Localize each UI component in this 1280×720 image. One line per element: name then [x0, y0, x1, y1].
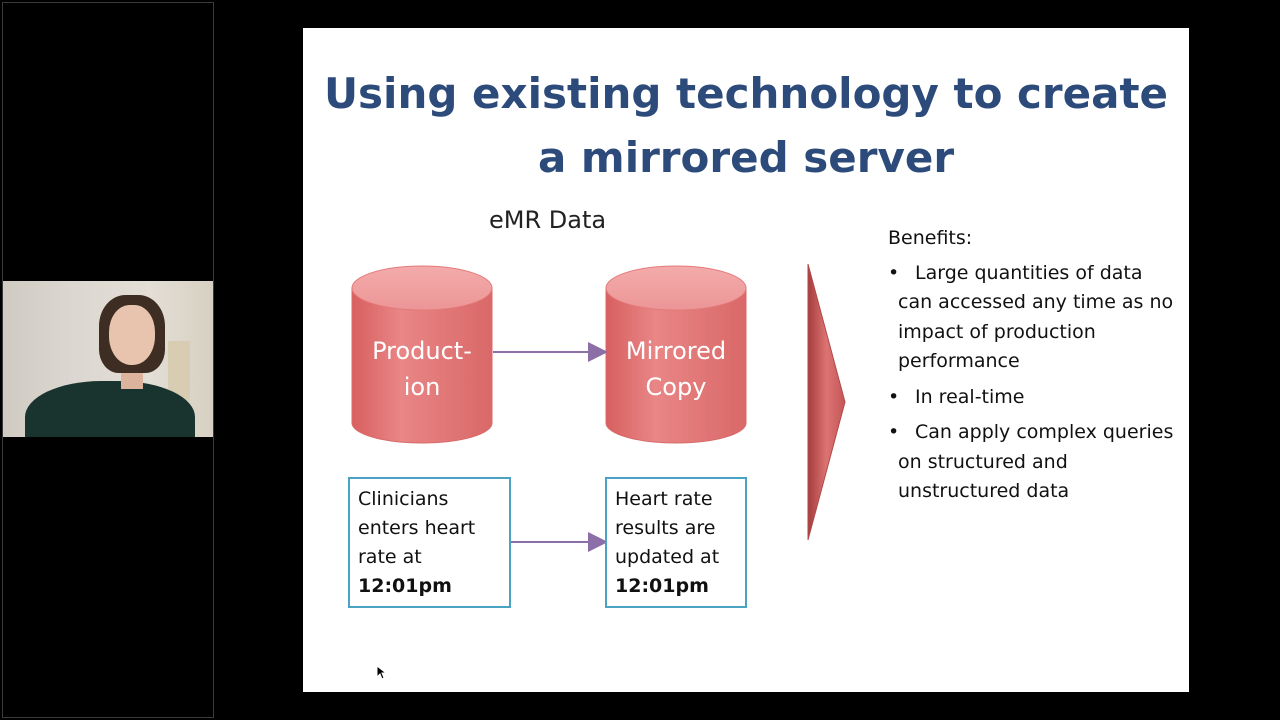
benefit-item: • Can apply complex queries on structure…: [888, 418, 1178, 507]
presenter-body: [25, 381, 195, 437]
mouse-cursor-icon: [376, 665, 388, 680]
mirrored-cylinder: [605, 265, 747, 444]
bullet-icon: •: [888, 261, 900, 284]
bullet-icon: •: [888, 421, 900, 443]
slide-title-line-1: Using existing technology to create: [323, 69, 1169, 118]
diagram-shapes: [351, 263, 846, 552]
slide-title: Using existing technology to create a mi…: [303, 62, 1189, 190]
clinicians-box: Clinicians enters heart rate at 12:01pm: [348, 477, 511, 608]
production-cylinder: [351, 265, 493, 444]
slide-title-line-2: a mirrored server: [537, 133, 955, 182]
clinicians-text: Clinicians enters heart rate at: [358, 488, 476, 568]
benefit-item: • Large quantities of data can accessed …: [888, 259, 1178, 377]
clinicians-time: 12:01pm: [358, 575, 452, 597]
production-label: Product- ion: [352, 333, 492, 405]
benefits-list: • Large quantities of data can accessed …: [888, 259, 1178, 507]
bullet-icon: •: [888, 385, 900, 408]
production-label-line-1: Product-: [372, 337, 472, 365]
webcam-video: [3, 281, 213, 437]
benefit-text: Large quantities of data can accessed an…: [898, 261, 1174, 373]
presentation-slide: Using existing technology to create a mi…: [303, 28, 1189, 692]
heart-rate-box: Heart rate results are updated at 12:01p…: [605, 477, 747, 608]
production-label-line-2: ion: [403, 373, 441, 401]
benefits-chevron-arrow: [807, 263, 846, 541]
heart-rate-text: Heart rate results are updated at: [615, 488, 720, 568]
mirrored-label-line-2: Copy: [645, 373, 707, 401]
benefit-item: • In real-time: [888, 383, 1178, 413]
mirrored-copy-label: Mirrored Copy: [606, 333, 746, 405]
presenter-face: [109, 305, 155, 365]
background-chair: [168, 341, 190, 401]
benefits-section: Benefits: • Large quantities of data can…: [888, 224, 1178, 513]
heart-rate-time: 12:01pm: [615, 575, 709, 597]
benefit-text: Can apply complex queries on structured …: [898, 421, 1174, 502]
benefit-text: In real-time: [915, 385, 1025, 408]
mirrored-label-line-1: Mirrored: [625, 337, 727, 365]
benefits-heading: Benefits:: [888, 227, 973, 249]
emr-data-label: eMR Data: [489, 206, 607, 234]
